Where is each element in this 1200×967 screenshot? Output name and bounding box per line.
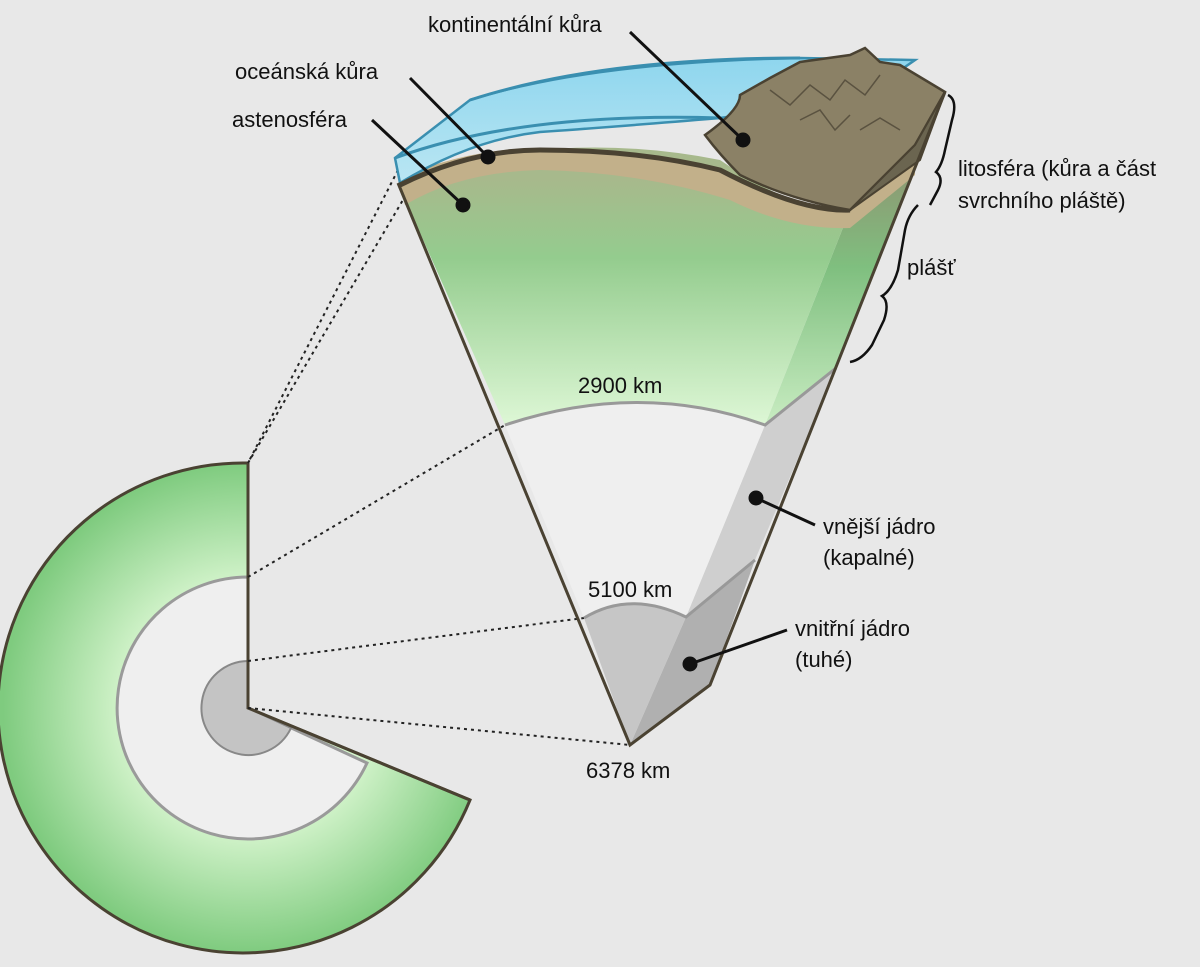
label-mantle: plášť <box>907 255 956 280</box>
label-depth-6378: 6378 km <box>586 758 670 783</box>
label-asthenosphere: astenosféra <box>232 107 348 132</box>
continental-crust-dot <box>735 132 751 148</box>
label-continental-crust: kontinentální kůra <box>428 12 602 37</box>
oceanic-crust-dot <box>480 149 496 165</box>
mantle-side-face <box>765 165 915 425</box>
inner-core-disk <box>200 659 293 756</box>
label-inner-core-line1: vnitřní jádro <box>795 616 910 641</box>
wedge-outline <box>396 91 947 748</box>
asthenosphere-band <box>398 148 915 229</box>
oceanic-crust-inner-edge <box>394 115 721 160</box>
inner-core-dot <box>682 656 698 672</box>
label-depth-5100: 5100 km <box>588 577 672 602</box>
earth-cross-section <box>0 461 472 955</box>
label-depth-2900: 2900 km <box>578 373 662 398</box>
asthenosphere-dot <box>455 197 471 213</box>
pointers <box>370 30 816 672</box>
label-lithosphere-line1: litosféra (kůra a část <box>958 156 1156 181</box>
outer-core-dot <box>748 490 764 506</box>
continental-crust-front <box>703 46 947 212</box>
projection-lines <box>247 169 631 746</box>
inner-core-side-face <box>630 560 755 745</box>
label-outer-core-line1: vnější jádro <box>823 514 936 539</box>
inner-outer-core-boundary <box>583 558 756 620</box>
label-oceanic-crust: oceánská kůra <box>235 59 379 84</box>
label-outer-core-line2: (kapalné) <box>823 545 915 570</box>
label-inner-core-line2: (tuhé) <box>795 647 852 672</box>
oceanic-crust-top-edge <box>469 56 801 102</box>
label-lithosphere-line2: svrchního pláště) <box>958 188 1126 213</box>
mantle-front-face <box>398 147 850 425</box>
inner-core-front-face <box>584 603 686 745</box>
outer-core-front-face <box>505 402 765 618</box>
mountain-ridges <box>769 74 901 132</box>
lithosphere-boundary <box>398 147 851 213</box>
earth-wedge <box>393 46 947 748</box>
mantle-core-boundary <box>504 366 837 427</box>
mantle-brace <box>849 204 919 364</box>
lithosphere-brace <box>928 93 956 206</box>
